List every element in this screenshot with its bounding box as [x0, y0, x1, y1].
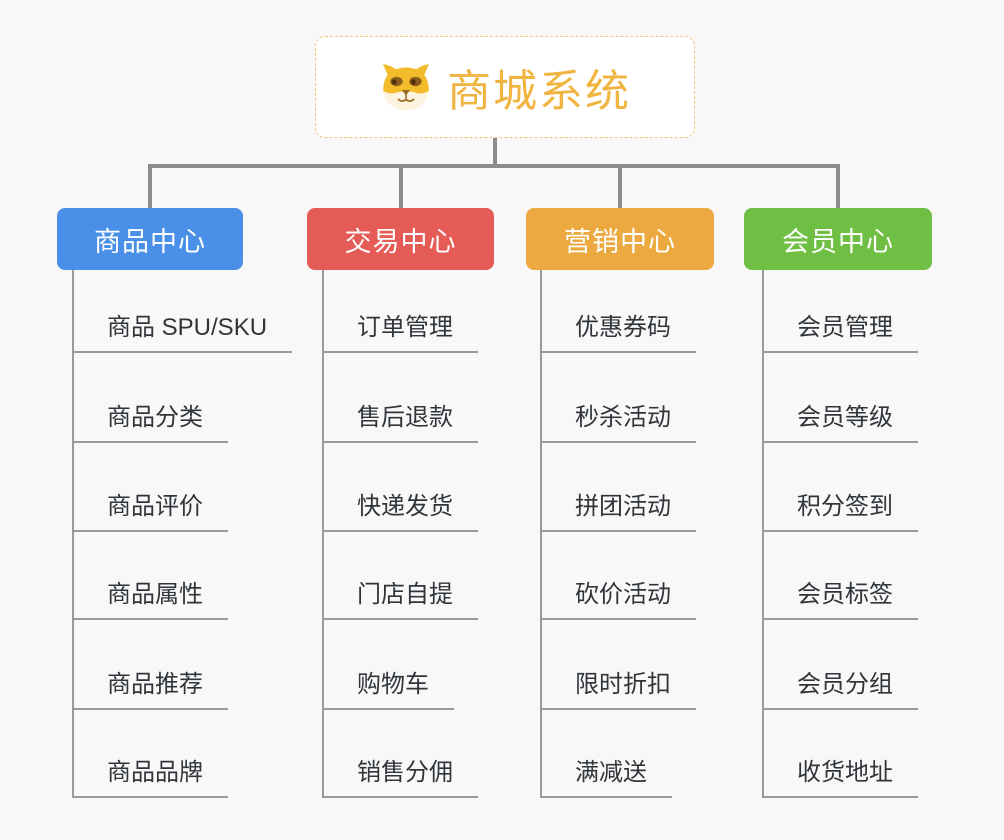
leaf-node[interactable]: 商品 SPU/SKU [72, 313, 293, 353]
leaf-node[interactable]: 收货地址 [762, 758, 918, 798]
branch-drop-connector [399, 164, 403, 208]
leaf-node[interactable]: 优惠券码 [540, 313, 696, 353]
leaf-node[interactable]: 商品品牌 [72, 758, 228, 798]
branch-spine-connector [322, 270, 324, 798]
leaf-node[interactable]: 限时折扣 [540, 670, 696, 710]
branch-node-member-center[interactable]: 会员中心 [744, 208, 932, 270]
dog-icon [383, 64, 429, 111]
branch-spine-connector [762, 270, 764, 798]
leaf-node[interactable]: 订单管理 [322, 313, 478, 353]
leaf-node[interactable]: 秒杀活动 [540, 403, 696, 443]
root-stem-connector [493, 138, 497, 165]
leaf-node[interactable]: 销售分佣 [322, 758, 478, 798]
leaf-node[interactable]: 会员标签 [762, 580, 918, 620]
leaf-node[interactable]: 商品分类 [72, 403, 228, 443]
branch-node-marketing-center[interactable]: 营销中心 [526, 208, 714, 270]
branch-drop-connector [148, 164, 152, 208]
branch-node-trade-center[interactable]: 交易中心 [307, 208, 494, 270]
branch-drop-connector [618, 164, 622, 208]
leaf-node[interactable]: 商品属性 [72, 580, 228, 620]
branch-spine-connector [540, 270, 542, 798]
leaf-node[interactable]: 商品评价 [72, 492, 228, 532]
branch-drop-connector [836, 164, 840, 208]
leaf-node[interactable]: 快递发货 [322, 492, 478, 532]
leaf-node[interactable]: 会员管理 [762, 313, 918, 353]
leaf-node[interactable]: 商品推荐 [72, 670, 228, 710]
branch-node-product-center[interactable]: 商品中心 [57, 208, 243, 270]
leaf-node[interactable]: 购物车 [322, 670, 454, 710]
leaf-node[interactable]: 积分签到 [762, 492, 918, 532]
leaf-node[interactable]: 满减送 [540, 758, 672, 798]
leaf-node[interactable]: 售后退款 [322, 403, 478, 443]
leaf-node[interactable]: 会员等级 [762, 403, 918, 443]
leaf-node[interactable]: 会员分组 [762, 670, 918, 710]
leaf-node[interactable]: 门店自提 [322, 580, 478, 620]
root-topic-node[interactable]: 商城系统 [315, 36, 695, 138]
leaf-node[interactable]: 砍价活动 [540, 580, 696, 620]
root-topic-title: 商城系统 [447, 67, 631, 116]
branch-bus-connector [148, 164, 840, 168]
branch-spine-connector [72, 270, 74, 798]
leaf-node[interactable]: 拼团活动 [540, 492, 696, 532]
